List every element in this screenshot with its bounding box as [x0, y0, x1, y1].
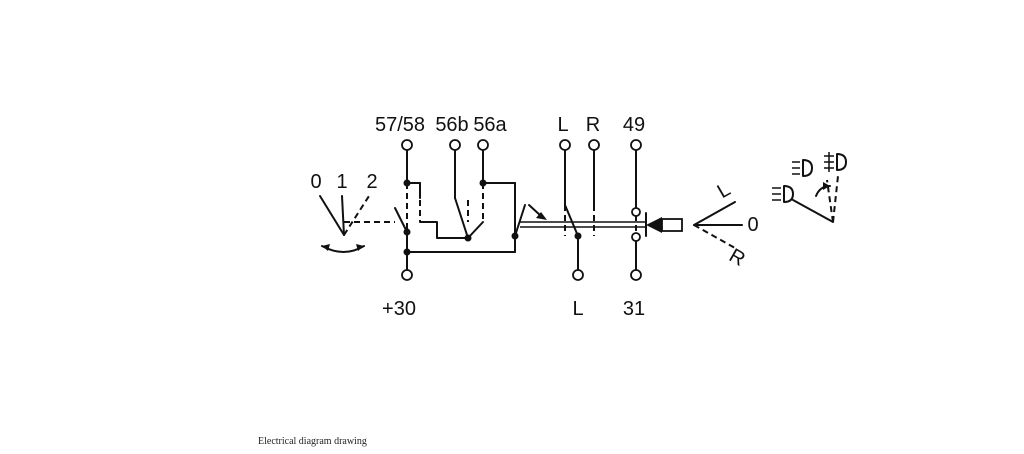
lever-position-symbol [693, 201, 743, 249]
headlight-beam-icon [772, 152, 847, 223]
terminal-label-31: 31 [623, 298, 645, 320]
terminal-label-56a: 56a [473, 114, 507, 136]
terminal-group [401, 139, 642, 281]
terminal-label-30: +30 [382, 298, 416, 320]
terminal-label-49: 49 [623, 114, 645, 136]
terminal-label-56b: 56b [435, 114, 468, 136]
plunger [645, 212, 683, 237]
terminal-label-r-top: R [586, 114, 600, 136]
selector-label-2: 2 [366, 171, 377, 193]
lever-label-r: R [725, 245, 749, 271]
rotary-selector-symbol [319, 195, 370, 253]
wire-group [344, 149, 645, 271]
selector-label-0: 0 [310, 171, 321, 193]
caption: Electrical diagram drawing [258, 436, 367, 447]
terminal-label-l-bottom: L [572, 298, 583, 320]
lever-label-l: L [714, 178, 735, 203]
selector-label-1: 1 [336, 171, 347, 193]
lever-label-0: 0 [747, 214, 758, 236]
terminal-label-l-top: L [557, 114, 568, 136]
junction-group [403, 179, 582, 256]
terminal-label-57-58: 57/58 [375, 114, 425, 136]
